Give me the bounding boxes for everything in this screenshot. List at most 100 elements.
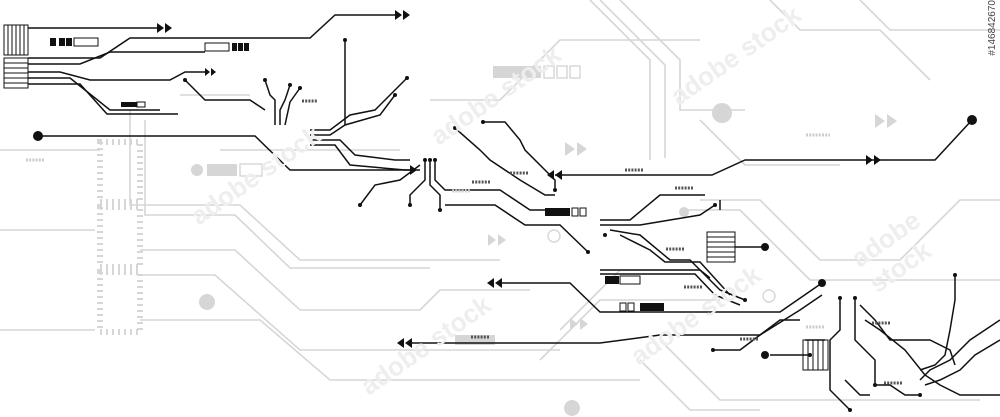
round-pad-icon xyxy=(818,279,826,287)
arrow-icon xyxy=(555,170,562,180)
bg-arrow-icon xyxy=(875,114,885,128)
bg-arrow-icon xyxy=(488,234,496,246)
outline-block xyxy=(204,42,230,52)
node xyxy=(553,188,557,192)
bg-arrow-icon xyxy=(577,142,587,156)
trace xyxy=(829,298,851,411)
trace xyxy=(279,84,291,125)
block xyxy=(238,43,243,51)
block xyxy=(605,276,619,284)
node xyxy=(423,158,427,162)
trace xyxy=(483,121,556,190)
trace xyxy=(445,204,589,253)
trace xyxy=(38,135,410,171)
node xyxy=(393,93,397,97)
trace xyxy=(889,384,920,396)
bg-trace xyxy=(639,359,760,411)
node xyxy=(453,126,457,130)
trace xyxy=(310,139,410,161)
bg-block xyxy=(493,66,541,78)
round-pad-icon xyxy=(761,351,769,359)
node xyxy=(343,38,347,42)
node xyxy=(848,408,852,412)
arrow-icon xyxy=(395,10,402,20)
trace xyxy=(28,77,160,111)
trace xyxy=(28,51,205,65)
bg-trace xyxy=(129,110,500,261)
block xyxy=(59,38,65,46)
node xyxy=(603,233,607,237)
bg-pad xyxy=(199,294,215,310)
trace xyxy=(28,71,205,81)
trace xyxy=(310,94,396,136)
bg-block xyxy=(455,335,495,345)
arrow-icon xyxy=(495,278,502,288)
node xyxy=(298,86,302,90)
node xyxy=(408,203,412,207)
node xyxy=(711,348,715,352)
arrow-icon xyxy=(874,155,881,165)
trace xyxy=(409,160,426,205)
bg-square xyxy=(543,65,555,79)
bg-trace xyxy=(680,209,1000,281)
stock-id-side-text: #146842670 xyxy=(987,0,998,56)
node xyxy=(481,120,485,124)
trace xyxy=(619,234,731,296)
block xyxy=(121,102,137,107)
node xyxy=(183,78,187,82)
round-pad-icon xyxy=(967,115,977,125)
trace xyxy=(264,79,276,125)
bg-connector xyxy=(97,139,143,205)
bg-ring xyxy=(762,289,776,303)
trace xyxy=(555,159,866,176)
bg-pad xyxy=(191,164,203,176)
arrow-icon xyxy=(157,23,164,33)
trace xyxy=(28,14,395,59)
bg-pad xyxy=(712,103,732,123)
trace xyxy=(412,294,823,344)
arrow-icon xyxy=(487,278,494,288)
block xyxy=(66,38,72,46)
node xyxy=(953,273,957,277)
arrow-icon xyxy=(405,338,412,348)
node xyxy=(873,383,877,387)
trace xyxy=(184,79,266,111)
block xyxy=(50,38,56,46)
bg-arrow-icon xyxy=(570,318,578,330)
node xyxy=(405,76,409,80)
trace xyxy=(600,273,741,306)
node xyxy=(428,158,432,162)
bg-connector xyxy=(97,269,143,335)
outline-block xyxy=(627,302,635,312)
node xyxy=(713,203,717,207)
arrow-icon xyxy=(205,68,210,76)
trace xyxy=(502,282,823,313)
round-pad-icon xyxy=(33,131,43,141)
block xyxy=(545,208,570,216)
arrow-icon xyxy=(410,165,417,175)
trace xyxy=(866,119,973,161)
bg-block xyxy=(207,164,237,176)
node xyxy=(358,203,362,207)
trace xyxy=(284,87,301,126)
bg-ring xyxy=(547,229,561,243)
bg-trace xyxy=(539,299,720,361)
outline-block xyxy=(619,275,641,285)
trace xyxy=(600,194,705,221)
bg-arrow-icon xyxy=(498,234,506,246)
bg-pad xyxy=(564,400,580,416)
node xyxy=(433,158,437,162)
trace xyxy=(844,379,870,396)
node xyxy=(743,298,747,302)
bg-trace xyxy=(769,0,931,81)
bg-trace xyxy=(589,0,651,160)
trace xyxy=(454,127,555,196)
bg-arrow-icon xyxy=(565,142,575,156)
node xyxy=(438,208,442,212)
bg-trace xyxy=(140,249,530,311)
node xyxy=(263,78,267,82)
trace xyxy=(919,275,956,371)
outline-block xyxy=(571,207,579,217)
